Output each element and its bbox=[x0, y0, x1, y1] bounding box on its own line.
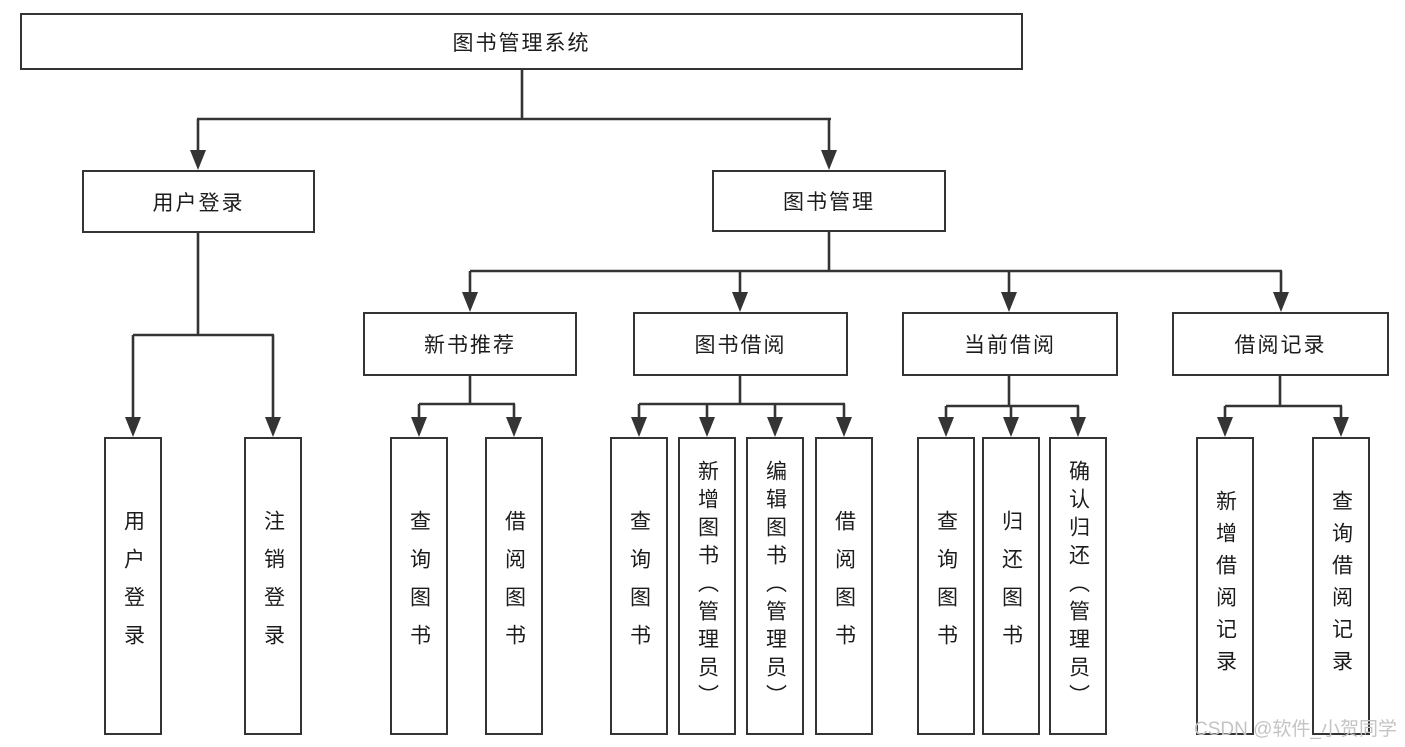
leaf-query-borrow-record: 查询借阅记录 bbox=[1312, 437, 1370, 735]
leaf-current-query-books-label: 查询图书 bbox=[934, 510, 958, 662]
leaf-add-borrow-record: 新增借阅记录 bbox=[1196, 437, 1254, 735]
leaf-query-borrow-record-label: 查询借阅记录 bbox=[1329, 490, 1353, 682]
leaf-return-books-label: 归还图书 bbox=[999, 510, 1023, 662]
leaf-borrow-books: 借阅图书 bbox=[815, 437, 873, 735]
leaf-recommend-borrow-books: 借阅图书 bbox=[485, 437, 543, 735]
node-borrow-records-label: 借阅记录 bbox=[1234, 334, 1327, 357]
leaf-current-query-books: 查询图书 bbox=[917, 437, 975, 735]
leaf-recommend-query-books: 查询图书 bbox=[390, 437, 448, 735]
leaf-confirm-return-admin-label: 确认归还（管理员） bbox=[1066, 460, 1090, 712]
node-current-borrow-label: 当前借阅 bbox=[964, 334, 1056, 357]
node-root: 图书管理系统 bbox=[20, 13, 1023, 70]
leaf-user-login: 用户登录 bbox=[104, 437, 162, 735]
leaf-return-books: 归还图书 bbox=[982, 437, 1040, 735]
node-new-book-recommend: 新书推荐 bbox=[363, 312, 577, 376]
node-new-book-recommend-label: 新书推荐 bbox=[424, 334, 516, 357]
node-book-management: 图书管理 bbox=[712, 170, 946, 232]
leaf-add-books-admin: 新增图书（管理员） bbox=[678, 437, 736, 735]
node-book-borrow: 图书借阅 bbox=[633, 312, 848, 376]
leaf-edit-books-admin-label: 编辑图书（管理员） bbox=[763, 460, 787, 712]
node-user-login: 用户登录 bbox=[82, 170, 315, 233]
leaf-recommend-borrow-books-label: 借阅图书 bbox=[502, 510, 526, 662]
csdn-watermark: CSDN @软件_小贺同学 bbox=[1194, 719, 1397, 740]
node-borrow-records: 借阅记录 bbox=[1172, 312, 1389, 376]
leaf-recommend-query-books-label: 查询图书 bbox=[407, 510, 431, 662]
leaf-logout: 注销登录 bbox=[244, 437, 302, 735]
leaf-add-books-admin-label: 新增图书（管理员） bbox=[695, 460, 719, 712]
node-root-label: 图书管理系统 bbox=[452, 31, 591, 55]
leaf-confirm-return-admin: 确认归还（管理员） bbox=[1049, 437, 1107, 735]
leaf-user-login-label: 用户登录 bbox=[121, 510, 145, 662]
leaf-logout-label: 注销登录 bbox=[261, 510, 285, 662]
leaf-borrow-query-books: 查询图书 bbox=[610, 437, 668, 735]
leaf-borrow-books-label: 借阅图书 bbox=[832, 510, 856, 662]
leaf-edit-books-admin: 编辑图书（管理员） bbox=[746, 437, 804, 735]
node-book-management-label: 图书管理 bbox=[783, 191, 875, 214]
leaf-borrow-query-books-label: 查询图书 bbox=[627, 510, 651, 662]
node-book-borrow-label: 图书借阅 bbox=[694, 334, 787, 357]
node-user-login-label: 用户登录 bbox=[152, 191, 245, 215]
leaf-add-borrow-record-label: 新增借阅记录 bbox=[1213, 490, 1237, 682]
node-current-borrow: 当前借阅 bbox=[902, 312, 1118, 376]
